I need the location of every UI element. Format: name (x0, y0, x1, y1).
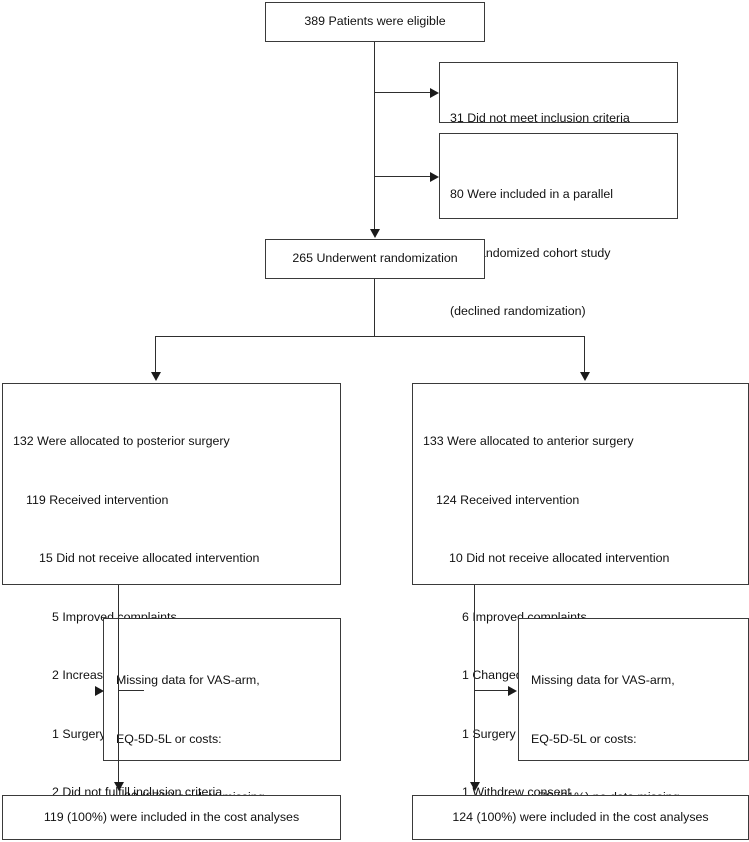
analysis-left-text: 119 (100%) were included in the cost ana… (43, 809, 300, 824)
eligibility-text: 389 Patients were eligible (304, 14, 446, 29)
arrowhead-allocation-left (151, 372, 161, 381)
missing-data-left-line: EQ-5D-5L or costs: (116, 731, 222, 746)
analysis-right-box: 124 (100%) were included in the cost ana… (412, 795, 749, 840)
connector-allocation-left-to-analysis (118, 585, 120, 783)
excluded-cohort-box: 80 Were included in a parallel non-rando… (439, 133, 678, 318)
arrowhead-randomized (370, 229, 380, 238)
connector-randomized-stem (374, 279, 376, 337)
arrowhead-missing-data-left (95, 686, 104, 696)
excluded-cohort-line: 80 Were included in a parallel (450, 187, 614, 201)
connector-to-excluded-cohort (374, 176, 432, 178)
allocation-left-line: 119 Received intervention (26, 492, 169, 507)
missing-data-right-line: Missing data for VAS-arm, (531, 673, 675, 687)
connector-to-missing-data-right (474, 690, 510, 692)
excluded-criteria-line: 31 Did not meet inclusion criteria (450, 111, 630, 125)
connector-to-missing-data-left (118, 690, 144, 692)
arrowhead-excluded-cohort (430, 172, 439, 182)
missing-data-right-box: Missing data for VAS-arm, EQ-5D-5L or co… (518, 618, 749, 804)
allocation-left-line: 132 Were allocated to posterior surgery (13, 434, 230, 448)
analysis-right-text: 124 (100%) were included in the cost ana… (452, 809, 709, 824)
arrowhead-missing-data-right (508, 686, 517, 696)
arrowhead-analysis-left (114, 782, 124, 791)
connector-eligible-to-randomized (374, 42, 376, 230)
analysis-left-box: 119 (100%) were included in the cost ana… (2, 795, 341, 840)
connector-allocation-right-to-analysis (474, 585, 476, 783)
allocation-right-line: 10 Did not receive allocated interventio… (449, 551, 670, 565)
arrowhead-excluded-criteria (430, 88, 439, 98)
allocation-left-line: 15 Did not receive allocated interventio… (39, 551, 260, 565)
excluded-cohort-line: (declined randomization) (450, 304, 586, 318)
excluded-criteria-box: 31 Did not meet inclusion criteria 13 De… (439, 62, 678, 184)
randomization-box: 265 Underwent randomization (265, 239, 485, 279)
eligibility-box: 389 Patients were eligible (265, 2, 485, 42)
allocation-right-box: 133 Were allocated to anterior surgery 1… (412, 383, 749, 799)
connector-to-allocation-right (584, 336, 586, 373)
arrowhead-allocation-right (580, 372, 590, 381)
connector-to-excluded-criteria (374, 92, 432, 94)
connector-allocation-split-bar (155, 336, 585, 338)
arrowhead-analysis-right (470, 782, 480, 791)
missing-data-left-line: Missing data for VAS-arm, (116, 673, 260, 687)
allocation-left-box: 132 Were allocated to posterior surgery … (2, 383, 341, 799)
allocation-right-line: 133 Were allocated to anterior surgery (423, 434, 634, 448)
connector-to-allocation-left (155, 336, 157, 373)
missing-data-right-line: EQ-5D-5L or costs: (531, 731, 637, 746)
allocation-right-line: 124 Received intervention (436, 492, 580, 507)
randomization-text: 265 Underwent randomization (292, 251, 458, 266)
